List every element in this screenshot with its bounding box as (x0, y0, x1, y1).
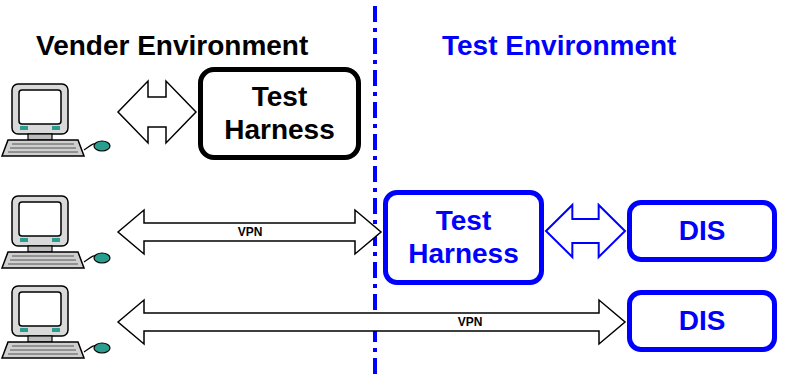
link-label: VPN (235, 225, 266, 239)
process-box: DIS (627, 290, 777, 352)
link-arrow (546, 205, 625, 257)
process-box: Test Harness (198, 67, 361, 160)
box-label: DIS (679, 215, 726, 247)
region-title: Test Environment (442, 30, 676, 62)
link-label: VPN (455, 315, 486, 329)
computer-icon (2, 84, 110, 156)
process-box: Test Harness (383, 190, 544, 285)
vpn-arrow (118, 300, 625, 344)
process-box: DIS (627, 200, 777, 262)
box-label: Test Harness (211, 81, 348, 145)
vpn-arrow (118, 210, 381, 254)
link-arrow (118, 81, 196, 143)
box-label: Test Harness (396, 205, 531, 269)
region-title: Vender Environment (36, 30, 308, 62)
computer-icon (2, 196, 110, 268)
box-label: DIS (679, 305, 726, 337)
computer-icon (2, 286, 110, 358)
